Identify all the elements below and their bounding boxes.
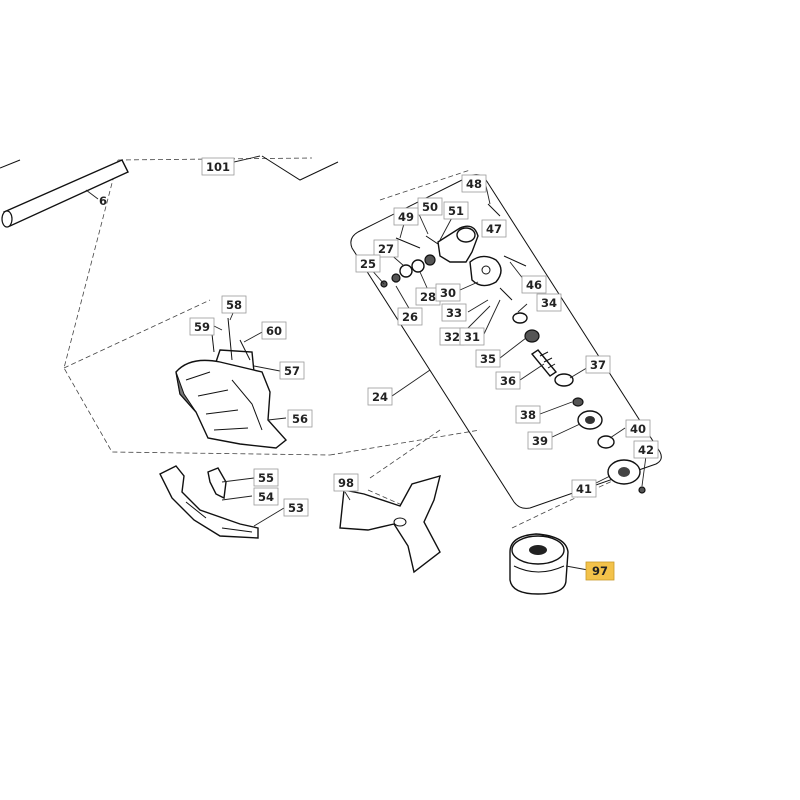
ring-38 <box>572 397 584 407</box>
callout-49: 49 <box>393 207 419 226</box>
cup-39 <box>577 410 603 430</box>
nut-35 <box>524 329 540 343</box>
callout-34: 34 <box>536 293 562 312</box>
dashed-line-head-link <box>369 429 633 529</box>
gear-head-body <box>437 225 502 287</box>
dashed-guard-outline <box>63 299 481 456</box>
callout-37: 37 <box>585 355 611 374</box>
svg-text:48: 48 <box>466 177 482 191</box>
callout-55: 55 <box>253 468 279 487</box>
callout-97: 97 <box>585 561 615 581</box>
callout-27: 27 <box>373 239 399 258</box>
washer-37 <box>554 373 574 387</box>
screw-parts <box>395 203 527 301</box>
callout-26: 26 <box>397 307 423 326</box>
svg-text:49: 49 <box>398 210 414 224</box>
svg-text:40: 40 <box>630 422 646 436</box>
callout-98: 98 <box>333 473 359 492</box>
svg-text:6: 6 <box>99 194 107 208</box>
washer-34 <box>512 312 528 324</box>
svg-text:25: 25 <box>360 257 376 271</box>
three-tooth-blade <box>339 474 441 574</box>
svg-text:39: 39 <box>532 434 548 448</box>
callout-51: 51 <box>443 201 469 220</box>
svg-text:58: 58 <box>226 298 242 312</box>
callout-39: 39 <box>527 431 553 450</box>
svg-text:53: 53 <box>288 501 304 515</box>
svg-text:37: 37 <box>590 358 606 372</box>
callout-56: 56 <box>287 409 313 428</box>
callout-35: 35 <box>475 349 501 368</box>
svg-text:36: 36 <box>500 374 516 388</box>
svg-text:24: 24 <box>372 390 388 404</box>
cutter-blade-insert <box>207 467 227 500</box>
bearing-stack <box>380 254 436 288</box>
svg-text:28: 28 <box>420 290 436 304</box>
svg-text:50: 50 <box>422 200 438 214</box>
callout-50: 50 <box>417 197 443 216</box>
svg-text:27: 27 <box>378 242 394 256</box>
callout-59: 59 <box>189 317 215 336</box>
svg-text:32: 32 <box>444 330 460 344</box>
callout-42: 42 <box>633 440 659 459</box>
svg-text:31: 31 <box>464 330 480 344</box>
svg-text:57: 57 <box>284 364 300 378</box>
callout-32: 32 <box>439 327 465 346</box>
svg-text:56: 56 <box>292 412 308 426</box>
svg-text:51: 51 <box>448 204 464 218</box>
svg-text:30: 30 <box>440 286 456 300</box>
svg-text:97: 97 <box>592 564 608 578</box>
dashed-blade-link <box>367 489 403 506</box>
callout-36: 36 <box>495 371 521 390</box>
flange-41 <box>607 459 641 485</box>
spindle-36 <box>530 349 558 377</box>
nut-42 <box>638 486 646 494</box>
callout-41: 41 <box>571 479 597 498</box>
blade-guard <box>175 359 288 449</box>
svg-text:59: 59 <box>194 320 210 334</box>
dashed-shaft-link <box>379 169 471 201</box>
callout-40: 40 <box>625 419 651 438</box>
callout-25: 25 <box>355 254 381 273</box>
callout-101: 101 <box>201 157 235 176</box>
svg-text:38: 38 <box>520 408 536 422</box>
callout-33: 33 <box>441 303 467 322</box>
svg-text:98: 98 <box>338 476 354 490</box>
callout-47: 47 <box>481 219 507 238</box>
svg-text:101: 101 <box>206 160 230 174</box>
svg-text:42: 42 <box>638 443 654 457</box>
callout-46: 46 <box>521 275 547 294</box>
callout-48: 48 <box>461 174 487 193</box>
callout-31: 31 <box>459 327 485 346</box>
callout-57: 57 <box>279 361 305 380</box>
svg-text:46: 46 <box>526 278 542 292</box>
svg-text:41: 41 <box>576 482 592 496</box>
trimmer-head <box>509 533 569 595</box>
callout-53: 53 <box>283 498 309 517</box>
callout-24: 24 <box>367 387 393 406</box>
washer-40 <box>597 435 615 449</box>
shaft-tube <box>0 159 129 228</box>
svg-text:35: 35 <box>480 352 496 366</box>
svg-text:47: 47 <box>486 222 502 236</box>
svg-text:34: 34 <box>541 296 557 310</box>
callout-6: 6 <box>99 194 107 208</box>
guard-extension <box>159 465 259 539</box>
svg-text:60: 60 <box>266 324 282 338</box>
callout-58: 58 <box>221 295 247 314</box>
callout-54: 54 <box>253 487 279 506</box>
svg-text:26: 26 <box>402 310 418 324</box>
svg-text:33: 33 <box>446 306 462 320</box>
callout-38: 38 <box>515 405 541 424</box>
callout-60: 60 <box>261 321 287 340</box>
svg-text:55: 55 <box>258 471 274 485</box>
callout-28: 28 <box>415 287 441 306</box>
svg-text:54: 54 <box>258 490 274 504</box>
harness-strap-line <box>261 155 339 181</box>
callout-30: 30 <box>435 283 461 302</box>
